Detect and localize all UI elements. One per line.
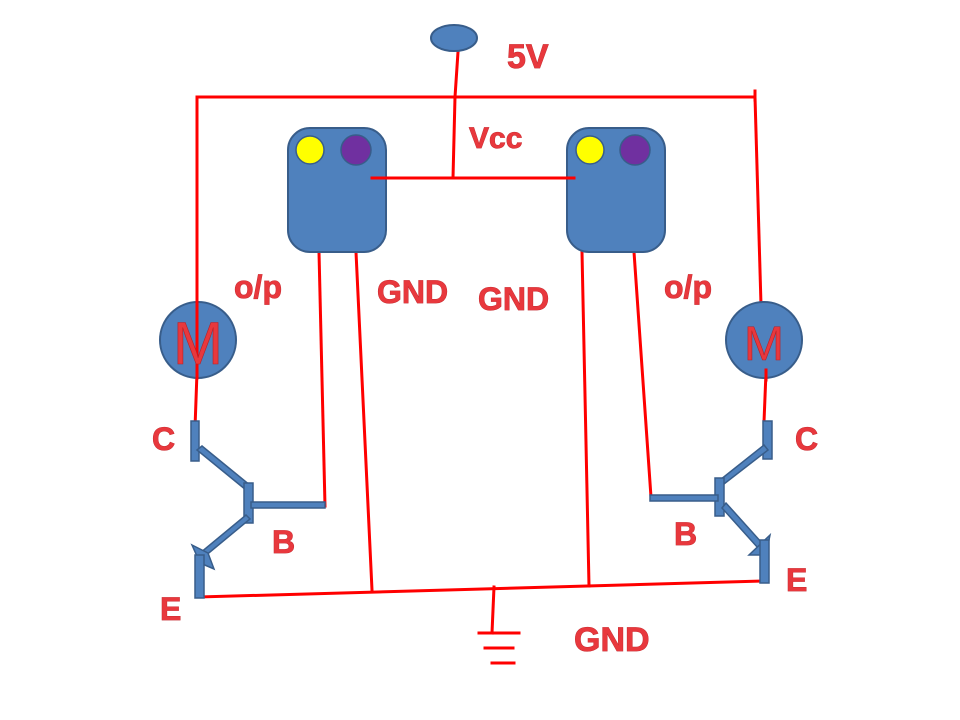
ground-rail-wire (197, 579, 766, 599)
left-motor-collector-wire (193, 370, 199, 430)
supply-wire (453, 50, 460, 99)
yellow-led-icon (575, 135, 605, 165)
left-motor: M (159, 300, 237, 380)
left-output-label: o/p (234, 269, 282, 305)
collector-terminal (762, 420, 773, 460)
left-collector-label: C (152, 421, 175, 457)
emitter-terminal (194, 554, 205, 599)
left-emitter-label: E (160, 591, 181, 627)
right-motor-supply-wire (753, 95, 763, 307)
right-base-label: B (674, 516, 697, 552)
emitter-arm (721, 501, 763, 550)
vcc-drop-wire (451, 95, 457, 180)
left-sensor-gnd-wire (354, 250, 374, 592)
right-output-wire (632, 250, 653, 499)
power-terminal-icon (430, 24, 478, 52)
right-motor: M (725, 301, 803, 382)
purple-led-icon (340, 134, 372, 166)
right-sensor-gnd-wire (580, 250, 591, 588)
vcc-label: Vcc (469, 122, 522, 155)
base-lead (649, 494, 719, 502)
purple-led-icon (619, 134, 651, 166)
motor-icon (725, 301, 803, 379)
right-sensor-gnd-label: GND (478, 281, 549, 317)
left-output-wire (317, 250, 327, 508)
right-ir-sensor (566, 127, 666, 253)
wires (193, 50, 768, 665)
collector-arm (195, 445, 253, 491)
motor-label: M (173, 310, 223, 377)
collector-terminal (190, 420, 200, 462)
left-sensor-gnd-label: GND (377, 274, 448, 310)
collector-arm (718, 443, 770, 485)
right-output-label: o/p (664, 269, 712, 305)
left-ir-sensor (287, 127, 387, 253)
right-npn-transistor (649, 420, 773, 584)
emitter-terminal (759, 539, 770, 584)
labels: 5V Vcc o/p GND GND o/p C B E C B E GND (152, 38, 819, 660)
left-base-label: B (272, 524, 295, 560)
supply-label: 5V (507, 38, 549, 76)
motor-label: M (744, 318, 784, 371)
right-emitter-label: E (786, 562, 807, 598)
emitter-arm (198, 513, 252, 559)
right-collector-label: C (795, 421, 818, 457)
left-npn-transistor (190, 420, 326, 599)
ground-drop-wire (490, 585, 496, 635)
ground-label: GND (574, 621, 650, 659)
yellow-led-icon (295, 135, 325, 165)
base-lead (250, 501, 326, 509)
